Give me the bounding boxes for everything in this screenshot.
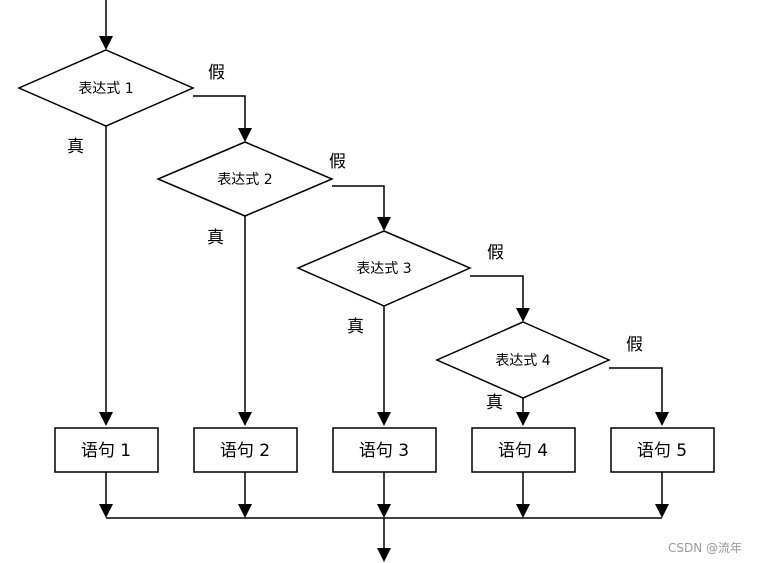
- out-arrow-3: [377, 504, 391, 518]
- decision-1: [17, 49, 195, 127]
- decision-label-3: 表达式 3: [356, 261, 411, 277]
- decision-label-2: 表达式 2: [217, 172, 272, 188]
- out-arrow-2: [238, 504, 252, 518]
- true-arrow-1: [99, 412, 113, 426]
- false-line-1: [193, 95, 246, 130]
- statement-label-5: 语句 5: [637, 441, 687, 461]
- false-label-1: 假: [208, 63, 225, 83]
- decision-4: [435, 321, 611, 399]
- exit-arrow: [377, 548, 391, 562]
- decision-3: [296, 230, 472, 307]
- decision-2: [156, 141, 334, 217]
- decision-label-1: 表达式 1: [78, 81, 133, 97]
- statement-box-3: [332, 427, 437, 473]
- statement-label-4: 语句 4: [498, 441, 548, 461]
- false-line-3: [470, 275, 524, 310]
- watermark: CSDN @流年: [668, 541, 742, 555]
- statement-box-1: [54, 427, 159, 473]
- statement-label-1: 语句 1: [81, 441, 131, 461]
- statement-label-3: 语句 3: [359, 441, 409, 461]
- decision-label-4: 表达式 4: [495, 353, 550, 369]
- false-line-4: [609, 367, 663, 414]
- true-label-3: 真: [347, 317, 364, 337]
- statement-box-2: [193, 427, 298, 473]
- false-label-3: 假: [487, 243, 504, 263]
- statement-box-4: [471, 427, 576, 473]
- out-arrow-1: [99, 504, 113, 518]
- true-arrow-3: [377, 412, 391, 426]
- false-arrow-4: [655, 412, 669, 426]
- entry-arrow: [99, 36, 113, 50]
- true-label-4: 真: [486, 393, 503, 413]
- statement-label-2: 语句 2: [220, 441, 270, 461]
- true-arrow-2: [238, 412, 252, 426]
- true-label-2: 真: [207, 228, 224, 248]
- false-label-2: 假: [329, 152, 346, 172]
- false-line-2: [332, 185, 385, 219]
- false-arrow-2: [377, 217, 391, 231]
- statement-box-5: [610, 427, 715, 473]
- true-arrow-4: [516, 412, 530, 426]
- false-arrow-1: [238, 128, 252, 142]
- false-label-4: 假: [626, 335, 643, 355]
- out-arrow-5: [655, 504, 669, 518]
- false-arrow-3: [516, 308, 530, 322]
- true-label-1: 真: [67, 137, 84, 157]
- out-arrow-4: [516, 504, 530, 518]
